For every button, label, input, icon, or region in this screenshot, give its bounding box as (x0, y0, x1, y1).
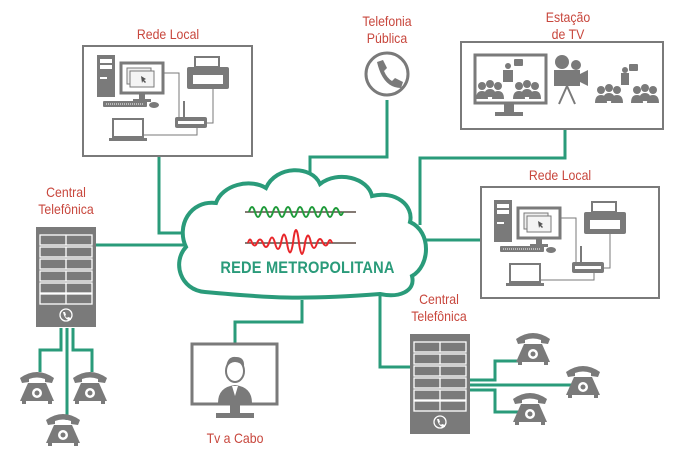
green-wave (248, 206, 344, 218)
label-line: Pública (366, 30, 408, 46)
desk-phone-icon (516, 333, 550, 365)
desk-phone-icon (566, 366, 600, 398)
label-line: Telefônica (38, 201, 94, 217)
central-telefonica-1-label: Central Telefônica (22, 184, 110, 218)
tv-cabo-label: Tv a Cabo (206, 430, 264, 446)
estacao-tv-label: Estação de TV (524, 9, 612, 43)
telefonia-publica-label: Telefonia Pública (343, 13, 431, 47)
link-telefonia (308, 100, 389, 180)
pbx-1-icon (35, 226, 97, 328)
desk-phone-icon (73, 372, 107, 404)
desk-phone-icon (513, 393, 547, 425)
public-phone-icon (364, 51, 410, 97)
pbx-2-icon (409, 333, 471, 435)
link-estacao-tv (418, 130, 567, 225)
rede-local-1-label: Rede Local (136, 26, 200, 42)
link-central-2 (378, 290, 410, 369)
link-tv-cabo (233, 300, 304, 343)
label-line: de TV (551, 26, 585, 42)
red-wave (247, 229, 333, 255)
link-rede-local-1 (157, 155, 190, 235)
desk-phone-icon (20, 372, 54, 404)
tv-studio-icon (473, 53, 659, 116)
rede-metropolitana-label: REDE METROPOLITANA (220, 258, 395, 277)
central-telefonica-2-label: Central Telefônica (395, 291, 483, 325)
label-line: Central (46, 184, 86, 200)
cloud-shape (177, 168, 428, 300)
desk-phone-icon (46, 414, 80, 446)
label-line: Estação (545, 9, 591, 25)
label-line: Telefônica (411, 308, 467, 324)
cable-tv-icon (190, 342, 279, 418)
label-line: Central (419, 291, 459, 307)
rede-local-2-label: Rede Local (528, 167, 592, 183)
label-line: Telefonia (362, 13, 412, 29)
